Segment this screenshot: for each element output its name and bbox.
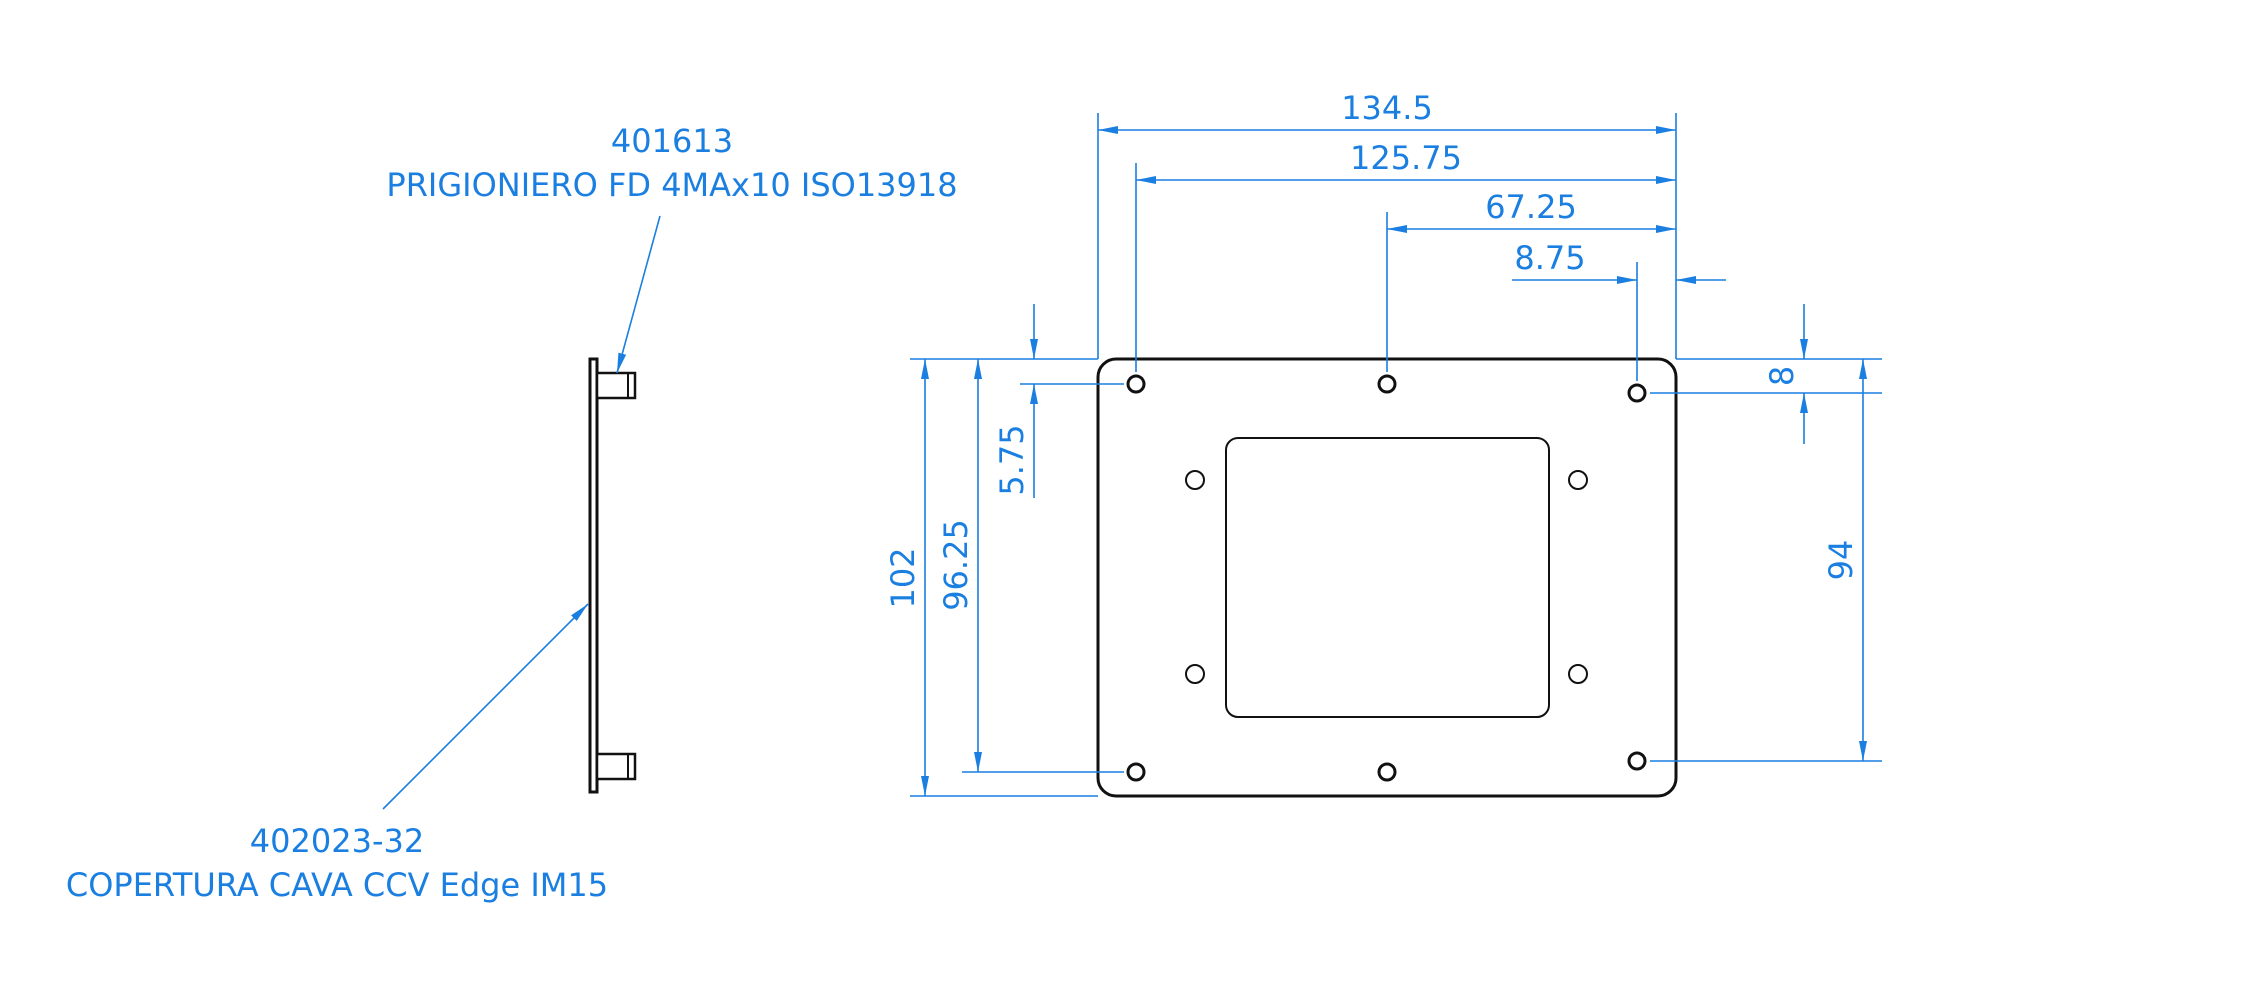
dim-hole-offset-top-left: 5.75 bbox=[993, 424, 1031, 495]
dim-overall-width: 134.5 bbox=[1341, 89, 1433, 127]
stud-hole bbox=[1126, 374, 1647, 782]
dimensions: 134.5 125.75 67.25 8.75 102 96.25 5.75 bbox=[884, 89, 1882, 797]
callout-cover: 402023-32 COPERTURA CAVA CCV Edge IM15 bbox=[66, 603, 608, 904]
plate-window bbox=[1225, 437, 1550, 718]
cover-plate-front bbox=[1096, 357, 1678, 798]
dim-hole-span-middle: 67.25 bbox=[1485, 188, 1577, 226]
dim-overall-height: 102 bbox=[884, 547, 922, 608]
through-hole bbox=[1185, 470, 1588, 684]
dim-hole-span-vertical-left: 96.25 bbox=[937, 519, 975, 611]
front-view bbox=[1096, 357, 1678, 798]
stud-top bbox=[595, 371, 637, 400]
dim-hole-offset-right: 8.75 bbox=[1514, 239, 1585, 277]
stud-bottom bbox=[595, 752, 637, 781]
side-view bbox=[588, 357, 637, 794]
callout-cover-description: COPERTURA CAVA CCV Edge IM15 bbox=[66, 866, 608, 904]
callout-stud-code: 401613 bbox=[611, 122, 733, 160]
callout-cover-code: 402023-32 bbox=[250, 822, 424, 860]
callout-stud: 401613 PRIGIONIERO FD 4MAx10 ISO13918 bbox=[386, 122, 958, 374]
dim-hole-offset-top-right: 8 bbox=[1763, 366, 1801, 386]
cover-plate-side bbox=[588, 357, 599, 794]
dim-hole-span-vertical-right: 94 bbox=[1822, 540, 1860, 581]
callout-stud-description: PRIGIONIERO FD 4MAx10 ISO13918 bbox=[386, 166, 957, 204]
dim-hole-span-left: 125.75 bbox=[1350, 139, 1462, 177]
